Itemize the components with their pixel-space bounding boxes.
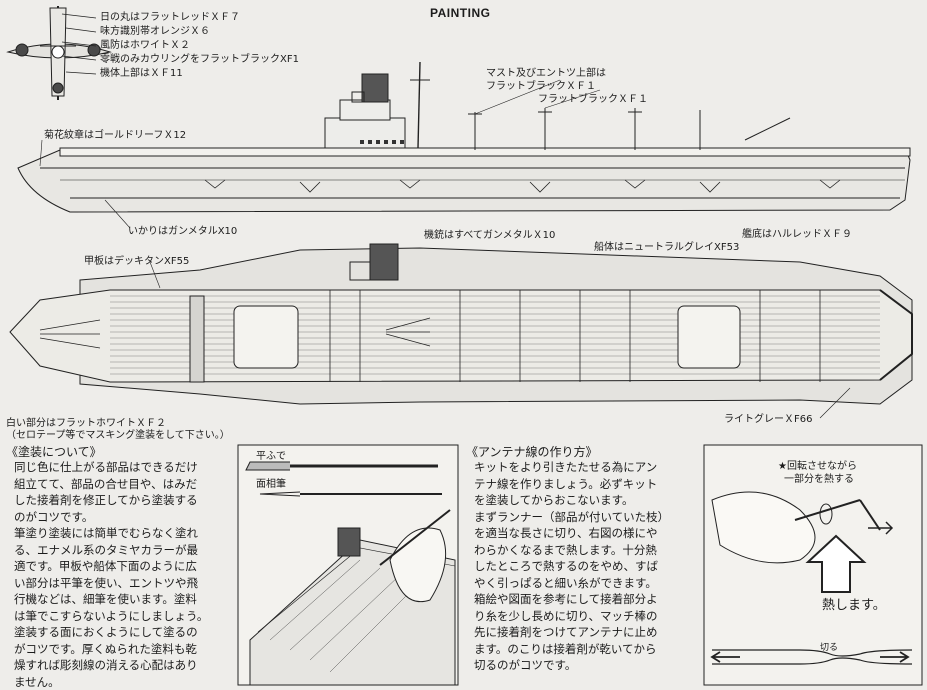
label-cut: 切る xyxy=(820,642,838,654)
antenna-line: キットをより引きたたせる為にアン xyxy=(474,459,669,476)
painting-text: 同じ色に仕上がる部品はできるだけ 組立てて、部品の合せ目や、はみだ した接着剤を… xyxy=(14,459,208,690)
label-flat-black: フラットブラックＸＦ１ xyxy=(538,94,648,106)
painting-heading: 《塗装について》 xyxy=(6,444,102,460)
painting-line: した接着剤を修正してから塗装する xyxy=(14,492,208,509)
antenna-line: わらかくなるまで熱します。十分熱 xyxy=(474,542,669,559)
label-hull: 船体はニュートラルグレイXF53 xyxy=(594,242,739,254)
painting-line: い部分は平筆を使い、エントツや飛 xyxy=(14,575,208,592)
antenna-line: ます。のこりは接着剤が乾いてから xyxy=(474,641,669,658)
antenna-heading: 《アンテナ線の作り方》 xyxy=(466,444,598,460)
antenna-line: 先に接着剤をつけてアンテナに止め xyxy=(474,624,669,641)
antenna-line: テナ線を作りましょう。必ずキット xyxy=(474,476,669,493)
antenna-line: 切るのがコツです。 xyxy=(474,657,669,674)
label-mast-2: フラットブラックＸＦ１ xyxy=(486,81,596,93)
painting-line: 組立てて、部品の合せ目や、はみだ xyxy=(14,476,208,493)
painting-line: 行機などは、細筆を使います。塗料 xyxy=(14,591,208,608)
label-mast-1: マスト及びエントツ上部は xyxy=(486,68,606,80)
painting-line: ません。 xyxy=(14,674,208,690)
antenna-text: キットをより引きたたせる為にアン テナ線を作りましょう。必ずキット を塗装してか… xyxy=(474,459,669,674)
painting-line: がコツです。厚くぬられた塗料も乾 xyxy=(14,641,208,658)
plan-view-drawing xyxy=(10,244,912,418)
antenna-line: を塗装してからおこないます。 xyxy=(474,492,669,509)
label-chrysanthemum: 菊花紋章はゴールドリーフＸ12 xyxy=(44,130,186,142)
antenna-line: 箱絵や図面を参考にして接着部分よ xyxy=(474,591,669,608)
label-deck: 甲板はデッキタンXF55 xyxy=(84,256,189,268)
label-light-gray: ライトグレーＸF66 xyxy=(724,414,812,426)
painting-line: る、エナメル系のタミヤカラーが最 xyxy=(14,542,208,559)
label-hull-bottom: 艦底はハルレッドＸＦ９ xyxy=(742,229,852,241)
label-rotate-2: 一部分を熱する xyxy=(784,474,854,486)
label-hinomaru: 日の丸はフラットレッドＸＦ７ xyxy=(100,12,240,24)
painting-line: 同じ色に仕上がる部品はできるだけ xyxy=(14,459,208,476)
label-anchor: いかりはガンメタルX10 xyxy=(128,226,237,238)
label-rotate-1: ★回転させながら xyxy=(778,461,857,473)
painting-line: 塗装する面におくようにして塗るの xyxy=(14,624,208,641)
antenna-line: を適当な長さに切り、右図の様にや xyxy=(474,525,669,542)
page-title: PAINTING xyxy=(430,6,490,20)
painting-line: 適です。甲板や船体下面のように広 xyxy=(14,558,208,575)
label-upper-fuselage: 機体上部はＸＦ11 xyxy=(100,68,183,80)
label-cowling: 零戦のみカウリングをフラットブラックXF1 xyxy=(100,54,299,66)
antenna-line: したところで熱するのをやめ、すば xyxy=(474,558,669,575)
label-fine-brush: 面相筆 xyxy=(256,479,286,491)
label-masking-note: （セロテープ等でマスキング塗装をして下さい。） xyxy=(6,430,230,442)
antenna-line: り糸を少し長めに切り、マッチ棒の xyxy=(474,608,669,625)
aircraft-drawing xyxy=(8,6,110,100)
antenna-line: まずランナー（部品が付いていた枝） xyxy=(474,509,669,526)
label-heat: 熱します。 xyxy=(822,598,886,613)
label-canopy: 風防はホワイトＸ２ xyxy=(100,40,190,52)
label-id-band: 味方識別帯オレンジＸ６ xyxy=(100,26,210,38)
side-view-drawing xyxy=(18,62,910,228)
antenna-line: やく引っぱると細い糸ができます。 xyxy=(474,575,669,592)
label-white-parts: 白い部分はフラットホワイトＸＦ２ xyxy=(6,418,166,430)
painting-line: 燥すれば彫刻線の消える心配はあり xyxy=(14,657,208,674)
painting-line: は筆でこすらないようにしましょう。 xyxy=(14,608,208,625)
painting-line: のがコツです。 xyxy=(14,509,208,526)
painting-line: 筆塗り塗装には簡単でむらなく塗れ xyxy=(14,525,208,542)
label-flat-brush: 平ふで xyxy=(256,451,286,463)
label-guns: 機銃はすべてガンメタルＸ10 xyxy=(424,230,555,242)
